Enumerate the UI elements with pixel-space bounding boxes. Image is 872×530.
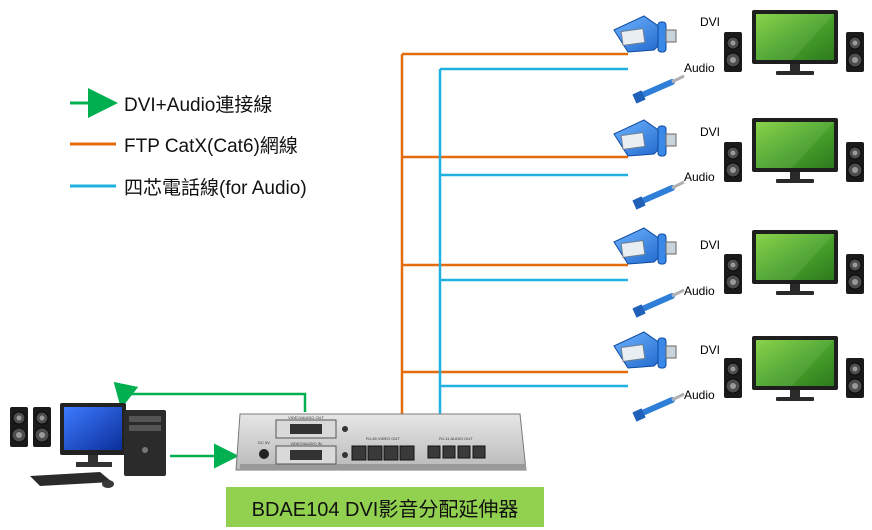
- phone-cables: [438, 67, 628, 428]
- rj11-ports: [427, 445, 486, 459]
- pc-keyboard: [30, 472, 114, 488]
- legend-item-dvi-audio: DVI+Audio連接線: [124, 91, 273, 116]
- legend-label-phone: 四芯電話線(for Audio): [124, 177, 307, 199]
- pc-speaker-right: [32, 406, 52, 448]
- speaker-left: [723, 141, 743, 183]
- receiver-2: [613, 118, 865, 210]
- speaker-left: [723, 357, 743, 399]
- dvi-connector-icon: [613, 15, 677, 53]
- legend-item-phone: 四芯電話線(for Audio): [124, 174, 307, 199]
- dvi-out-port: [275, 419, 337, 439]
- pc-tower: [124, 410, 166, 476]
- receiver-3-dvi-label: DVI: [700, 238, 721, 252]
- source-computer: [9, 403, 166, 488]
- audio-plug-icon: [632, 394, 684, 422]
- audio-jack-in: [342, 452, 348, 458]
- device-caption: BDAE104 DVI影音分配延伸器: [226, 487, 544, 527]
- speaker-left: [723, 31, 743, 73]
- legend-item-ftp: FTP CatX(Cat6)網線: [124, 132, 298, 157]
- receiver-2-dvi-label: DVI: [700, 125, 721, 139]
- pc-speaker-left: [9, 406, 29, 448]
- speaker-right: [845, 357, 865, 399]
- receiver-4: [613, 331, 865, 422]
- legend-label-dvi-audio: DVI+Audio連接線: [124, 94, 273, 116]
- audio-plug-icon: [632, 76, 684, 104]
- speaker-left: [723, 253, 743, 295]
- receiver-4-dvi-label: DVI: [700, 343, 721, 357]
- receiver-1-dvi-label: DVI: [700, 15, 721, 29]
- dvi-audio-cables: [113, 381, 307, 469]
- receiver-4-audio-label: Audio: [684, 388, 715, 402]
- receiver-1: [613, 10, 865, 104]
- rj45-ports: [351, 445, 415, 461]
- receiver-1-audio-label: Audio: [684, 61, 715, 75]
- extender-device: VIDEO/AUDIO OUT VIDEO/AUDIO IN RJ-45 VID…: [235, 413, 527, 471]
- audio-jack-out: [342, 426, 348, 432]
- receiver-2-audio-label: Audio: [684, 170, 715, 184]
- ftp-cables: [400, 52, 628, 425]
- legend-label-ftp: FTP CatX(Cat6)網線: [124, 135, 298, 157]
- panel-bottom-label: VIDEO/AUDIO IN: [290, 441, 321, 446]
- rj45-label: RJ-45 VIDEO OUT: [366, 436, 400, 441]
- pc-monitor: [60, 403, 126, 467]
- dvi-connector-icon: [613, 331, 677, 369]
- dvi-connector-icon: [613, 227, 677, 265]
- dvi-in-port: [275, 445, 337, 465]
- speaker-right: [845, 31, 865, 73]
- dvi-connector-icon: [613, 119, 677, 157]
- audio-plug-icon: [632, 290, 684, 318]
- panel-top-label: VIDEO/AUDIO OUT: [288, 415, 324, 420]
- monitor: [752, 118, 838, 183]
- receiver-3-audio-label: Audio: [684, 284, 715, 298]
- receiver-3: [613, 227, 865, 318]
- monitor: [752, 10, 838, 75]
- dc-label: DC 5V: [258, 440, 270, 445]
- speaker-right: [845, 141, 865, 183]
- rj11-label: RJ-11 AUDIO OUT: [439, 436, 473, 441]
- monitor: [752, 230, 838, 295]
- dc-jack: [259, 449, 269, 459]
- speaker-right: [845, 253, 865, 295]
- monitor: [752, 336, 838, 401]
- audio-plug-icon: [632, 182, 684, 210]
